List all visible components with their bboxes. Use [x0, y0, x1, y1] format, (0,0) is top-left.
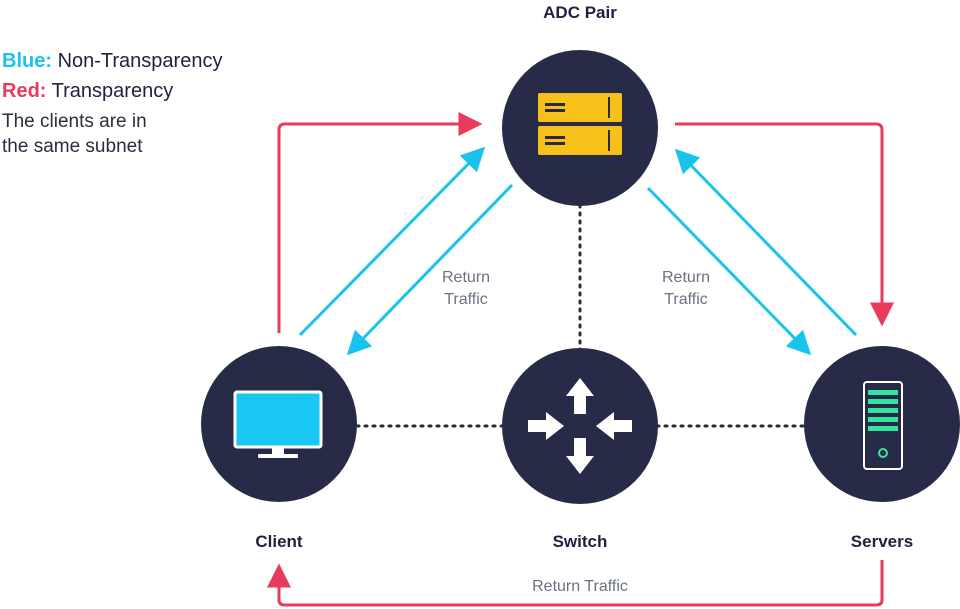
- switch-label: Switch: [552, 532, 608, 551]
- adc-to-servers-blue-arrow: [646, 186, 812, 356]
- right-return-traffic-label: Return Traffic: [661, 269, 711, 308]
- legend-note: The clients are in the same subnet: [2, 111, 147, 157]
- servers-to-adc-blue-arrow: [674, 148, 858, 337]
- adc-pair-label: ADC Pair: [543, 3, 617, 22]
- monitor-icon: [233, 390, 323, 458]
- legend-blue-text: Non-Transparency: [57, 50, 223, 72]
- client-label: Client: [255, 532, 303, 551]
- servers-to-client-red-arrow: [267, 560, 884, 607]
- servers-node[interactable]: [804, 346, 960, 502]
- adc-to-client-blue-arrow: [346, 183, 514, 356]
- server-rack-icon: [538, 93, 622, 155]
- client-node[interactable]: [201, 346, 357, 502]
- server-tower-icon: [863, 381, 903, 470]
- legend-blue-key: Blue:: [2, 50, 52, 72]
- transparency-paths: [267, 112, 894, 607]
- legend-red: Red: Transparency: [2, 76, 222, 106]
- bottom-return-traffic-label: Return Traffic: [500, 576, 660, 598]
- switch-arrows-icon: [528, 378, 632, 474]
- left-return-traffic-label: Return Traffic: [441, 269, 491, 308]
- non-transparency-paths: [298, 146, 858, 356]
- legend-blue: Blue: Non-Transparency: [2, 46, 222, 76]
- legend-red-text: Transparency: [51, 80, 174, 102]
- legend-red-key: Red:: [2, 80, 47, 102]
- switch-node[interactable]: [502, 348, 658, 504]
- adc-pair-node[interactable]: [502, 50, 658, 206]
- servers-label: Servers: [850, 532, 914, 551]
- dotted-links: [355, 203, 806, 428]
- legend: Blue: Non-Transparency Red: Transparency…: [2, 46, 222, 159]
- adc-to-servers-red-arrow: [675, 122, 894, 327]
- client-to-adc-red-arrow: [277, 112, 483, 333]
- client-to-adc-blue-arrow: [298, 146, 486, 337]
